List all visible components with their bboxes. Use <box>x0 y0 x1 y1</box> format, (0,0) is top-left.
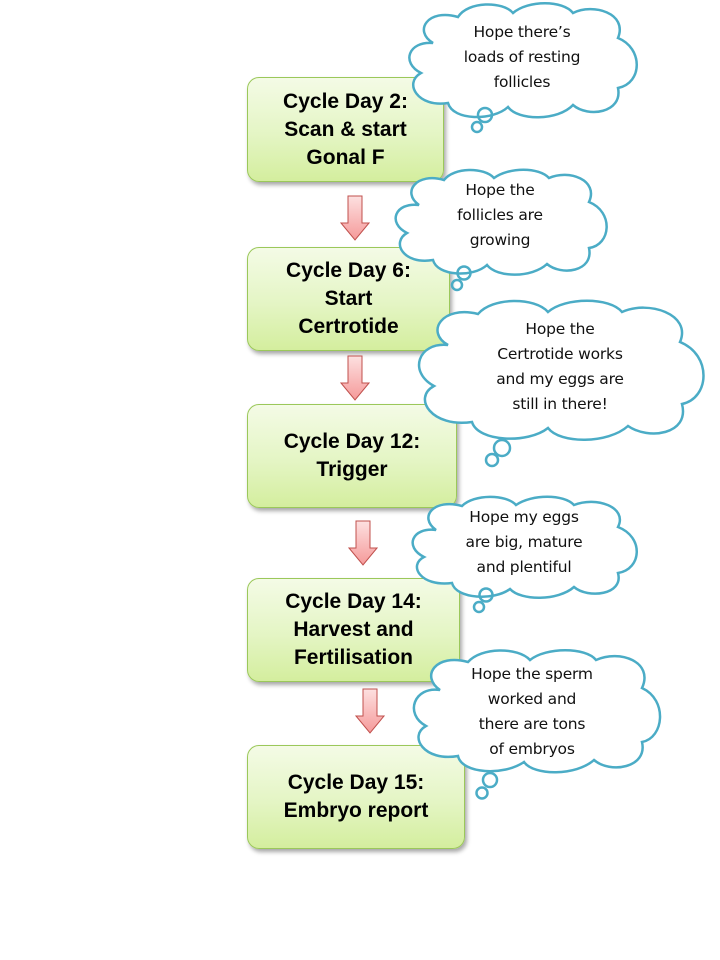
thought-text: Hope there’s loads of resting follicles <box>463 23 581 91</box>
thought-text: Hope the sperm worked and there are tons… <box>471 665 593 758</box>
step-box-day-14: Cycle Day 14: Harvest and Fertilisation <box>247 578 460 682</box>
thought-cloud-shape-icon <box>412 649 662 800</box>
thought-cloud-2: Hope the follicles are growing <box>389 168 611 295</box>
thought-cloud-shape-icon <box>411 495 638 614</box>
step-box-day-12: Cycle Day 12: Trigger <box>247 404 457 508</box>
thought-text: Hope the Certrotide works and my eggs ar… <box>496 320 624 413</box>
down-arrow-icon <box>355 688 385 734</box>
thought-cloud-3: Hope the Certrotide works and my eggs ar… <box>410 299 710 468</box>
thought-cloud-5: Hope the sperm worked and there are tons… <box>406 649 662 802</box>
down-arrow-icon <box>340 355 370 401</box>
thought-cloud-shape-icon <box>394 168 608 292</box>
thought-text: Hope the follicles are growing <box>457 181 543 249</box>
down-arrow-icon <box>340 195 370 241</box>
down-arrow-icon <box>348 520 378 566</box>
thought-cloud-shape-icon <box>417 299 705 468</box>
step-box-day-6: Cycle Day 6: Start Certrotide <box>247 247 450 351</box>
thought-text: Hope my eggs are big, mature and plentif… <box>465 508 583 576</box>
thought-cloud-1: Hope there’s loads of resting follicles <box>403 2 641 138</box>
step-box-day-15: Cycle Day 15: Embryo report <box>247 745 465 849</box>
thought-cloud-shape-icon <box>408 2 638 134</box>
step-box-day-2: Cycle Day 2: Scan & start Gonal F <box>247 77 444 182</box>
thought-cloud-4: Hope my eggs are big, mature and plentif… <box>406 495 642 617</box>
